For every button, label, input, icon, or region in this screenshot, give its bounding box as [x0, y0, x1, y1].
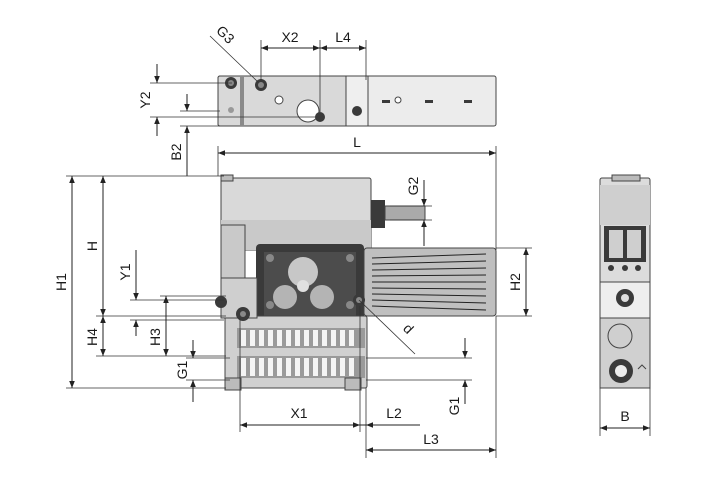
- label-h4: H4: [84, 328, 100, 346]
- top-view: [217, 75, 497, 127]
- label-h2: H2: [507, 273, 523, 291]
- front-view: [215, 174, 497, 391]
- label-h3: H3: [147, 328, 163, 346]
- dimension-labels: G3 X2 L4 Y2 B2 L G2 H1 H Y1 H2 H4 H3 d G…: [53, 22, 630, 447]
- label-x2: X2: [281, 29, 298, 45]
- label-b2: B2: [168, 143, 184, 160]
- label-d: d: [400, 320, 417, 337]
- label-l: L: [353, 134, 361, 150]
- label-y2: Y2: [137, 91, 153, 108]
- dimension-lines: [66, 35, 651, 458]
- label-x1: X1: [290, 405, 307, 421]
- label-g1-right: G1: [446, 396, 462, 415]
- label-h1: H1: [53, 273, 69, 291]
- label-g1-left: G1: [174, 360, 190, 379]
- label-b: B: [620, 408, 629, 424]
- label-l3: L3: [423, 431, 439, 447]
- label-l4: L4: [335, 29, 351, 45]
- label-h: H: [84, 241, 100, 251]
- side-view: [599, 174, 651, 389]
- label-y1: Y1: [117, 263, 133, 280]
- label-g2: G2: [405, 176, 421, 195]
- label-l2: L2: [386, 405, 402, 421]
